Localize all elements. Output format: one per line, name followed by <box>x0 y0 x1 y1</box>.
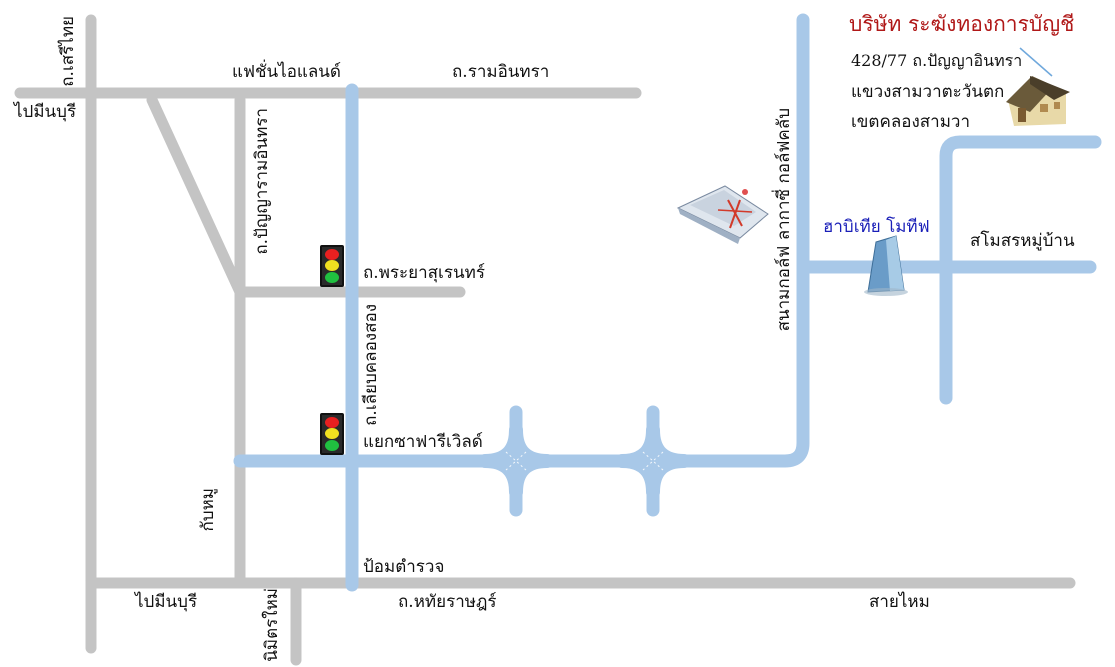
company-address-line3: เขตคลองสามวา <box>851 112 970 132</box>
label-to-minburi-bottom: ไปมีนบุรี <box>135 592 198 612</box>
company-name: บริษัท ระฆังทองการบัญชี <box>849 12 1075 36</box>
interchanges <box>478 423 691 499</box>
label-habitia-motif: ฮาบิเทีย โมทีฟ <box>823 217 930 237</box>
leader-line <box>1019 47 1053 77</box>
traffic-light-icon <box>320 413 344 455</box>
label-nimit-mai: นิมิตรใหม่ <box>262 588 282 662</box>
label-golf-course: สนามกอล์ฟ ลากาซี่ กอล์ฟคลับ <box>774 108 794 332</box>
interchange-2 <box>615 423 691 499</box>
golf-course-icon <box>676 185 769 244</box>
company-address-line2: แขวงสามวาตะวันตก <box>851 82 1005 102</box>
company-address-line1: 428/77 ถ.ปัญญาอินทรา <box>851 51 1023 70</box>
label-safari-world-junction: แยกซาฟารีเวิลด์ <box>363 432 483 452</box>
label-hathairat-rd: ถ.หทัยราษฎร์ <box>398 592 497 612</box>
label-police-post: ป้อมตำรวจ <box>363 557 445 577</box>
label-to-minburi-top: ไปมีนบุรี <box>14 102 77 122</box>
tower-building-icon <box>864 235 908 296</box>
road-clubhouse <box>939 135 1102 405</box>
label-fashion-island: แฟชั่นไอแลนด์ <box>232 62 341 82</box>
label-sai-mai: สายไหม <box>869 592 930 612</box>
road-diagonal <box>146 94 246 298</box>
label-ramindra-rd: ถ.รามอินทรา <box>452 62 550 82</box>
interchange-1 <box>478 423 554 499</box>
label-phraya-suren-rd: ถ.พระยาสุเรนทร์ <box>363 263 485 283</box>
label-kubmu: กับหมู <box>198 488 218 532</box>
road-safari-world <box>233 13 810 468</box>
traffic-light-icon <box>320 245 344 287</box>
label-seri-thai-rd: ถ.เสรีไทย <box>58 16 78 87</box>
label-clubhouse: สโมสรหมู่บ้าน <box>970 231 1075 251</box>
label-liap-khlong-song-rd: ถ.เลียบคลองสอง <box>361 304 381 426</box>
house-icon <box>1006 76 1070 126</box>
label-panya-ramindra-rd: ถ.ปัญญารามอินทรา <box>252 108 272 255</box>
